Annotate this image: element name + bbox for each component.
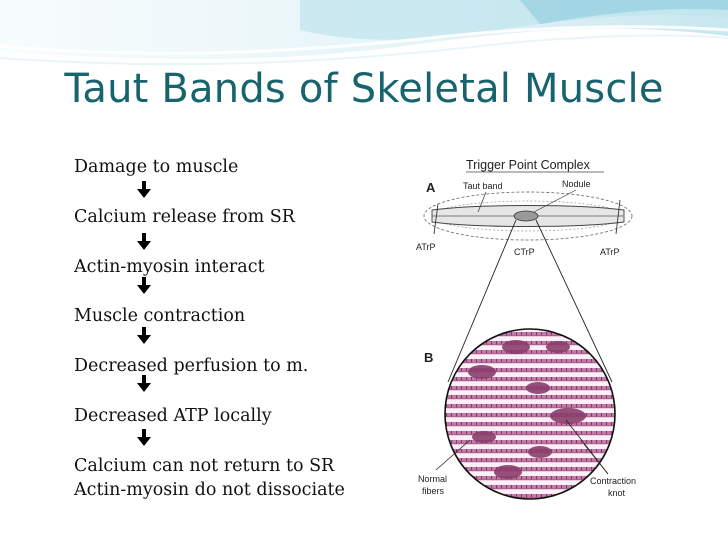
step-calcium-release: Calcium release from SR (74, 207, 295, 227)
step-calcium-not-return: Calcium can not return to SR (74, 456, 335, 476)
step-decreased-perfusion: Decreased perfusion to m. (74, 356, 309, 376)
header-wave-decoration (0, 0, 728, 66)
step-muscle-contraction: Muscle contraction (74, 306, 246, 326)
step-actin-myosin-interact: Actin-myosin interact (74, 257, 265, 277)
down-arrow-icon (137, 233, 151, 250)
down-arrow-icon (137, 429, 151, 446)
contraction-knot-label-1: Contraction (590, 476, 636, 486)
normal-fibers-label-1: Normal (418, 474, 447, 484)
step-damage: Damage to muscle (74, 157, 239, 177)
normal-fibers-label-2: fibers (422, 486, 445, 496)
muscle-outline (423, 191, 633, 241)
down-arrow-icon (137, 181, 151, 198)
trigger-point-complex-figure: Trigger Point Complex A Taut band Nodule… (408, 152, 652, 504)
atrp-right-label: ATrP (600, 247, 620, 257)
atrp-left-label: ATrP (416, 242, 436, 252)
panel-b-label: B (424, 350, 433, 365)
contraction-knot-label-2: knot (608, 488, 626, 498)
down-arrow-icon (137, 375, 151, 392)
down-arrow-icon (137, 277, 151, 294)
nodule (513, 210, 539, 222)
magnified-circle (444, 328, 616, 500)
slide-title: Taut Bands of Skeletal Muscle (64, 66, 664, 112)
nodule-label: Nodule (562, 179, 591, 189)
ctrp-label: CTrP (514, 247, 535, 257)
down-arrow-icon (137, 327, 151, 344)
taut-band-label: Taut band (463, 181, 503, 191)
fiber-cross-section (445, 329, 615, 499)
figure-title: Trigger Point Complex (466, 158, 591, 172)
step-decreased-atp: Decreased ATP locally (74, 406, 272, 426)
step-actin-myosin-not-dissociate: Actin-myosin do not dissociate (74, 480, 345, 500)
panel-a-label: A (426, 180, 436, 195)
